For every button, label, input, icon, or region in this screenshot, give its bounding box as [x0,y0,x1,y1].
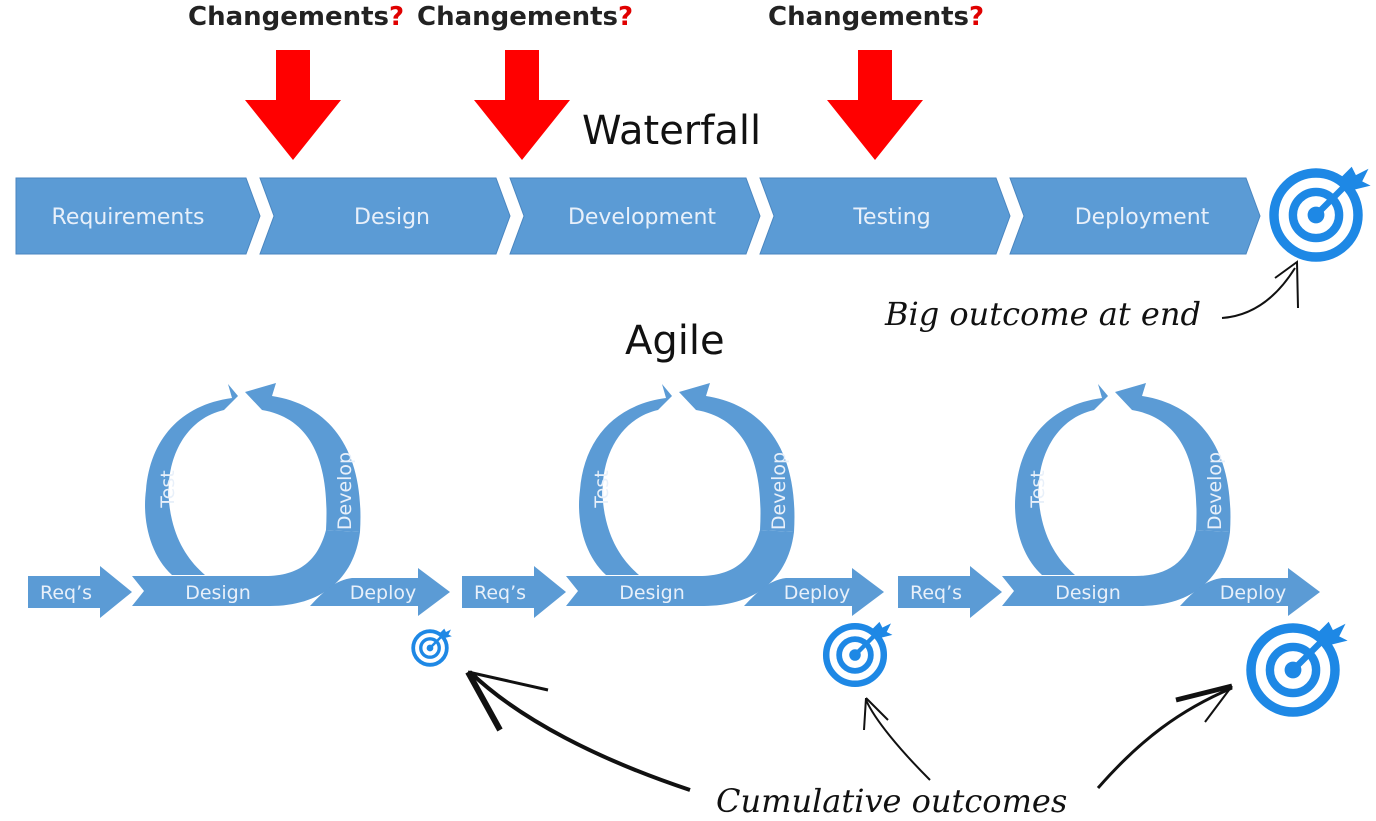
agile-iteration: Req’s Design Deploy Test Develop [898,383,1320,618]
change-label-1: Changements? [188,2,404,32]
agile-deploy-label: Deploy [350,582,417,604]
pointer-arrow-3 [1096,686,1233,789]
design-arrow [566,530,794,606]
agile-iteration: Req’s Design Deploy Test Develop [28,383,450,618]
big-outcome-note: Big outcome at end [885,295,1201,333]
agile-target-icon [411,626,454,667]
agile-reqs-label: Req’s [40,582,92,604]
agile-reqs-label: Req’s [474,582,526,604]
design-arrow [132,530,360,606]
step-label: Deployment [1075,205,1210,230]
waterfall-step: Development [509,177,761,255]
agile-title: Agile [625,318,725,364]
agile-design-label: Design [185,582,251,604]
change-label-2: Changements? [417,2,633,32]
develop-loop-arrow [1115,383,1231,532]
waterfall-step: Testing [759,177,1011,255]
agile-test-label: Test [1027,470,1049,508]
agile-develop-label: Develop [768,452,790,530]
agile-design-label: Design [1055,582,1121,604]
agile-target-icon [1251,622,1348,712]
agile-reqs-label: Req’s [910,582,962,604]
question-mark: ? [969,2,985,32]
big-outcome-pointer-arrow [1221,260,1299,319]
step-label: Development [568,205,716,230]
waterfall-step: Deployment [1009,177,1261,255]
reqs-arrow [462,566,566,618]
waterfall-title: Waterfall [582,108,762,154]
develop-loop-arrow [245,383,361,532]
deploy-arrow [310,568,450,616]
test-loop-arrow [579,384,672,575]
step-chevron [1009,177,1261,255]
agile-deploy-label: Deploy [784,582,851,604]
change-label-text: Changements [188,2,390,32]
agile-test-label: Test [591,470,613,508]
waterfall-step: Requirements [15,177,261,255]
deploy-arrow [1180,568,1320,616]
agile-design-label: Design [619,582,685,604]
agile-test-label: Test [157,470,179,508]
step-label: Requirements [52,205,205,230]
step-label: Design [354,205,430,230]
question-mark: ? [618,2,634,32]
change-label-text: Changements [417,2,619,32]
pointer-arrow-2 [865,699,931,781]
deploy-arrow [744,568,884,616]
cumulative-outcome-arrows [465,670,1233,792]
step-chevron [759,177,1011,255]
step-chevron [259,177,511,255]
agile-target-icon [826,622,892,684]
reqs-arrow [898,566,1002,618]
agile-deploy-label: Deploy [1220,582,1287,604]
step-chevron [509,177,761,255]
agile-develop-label: Develop [334,452,356,530]
design-arrow [1002,530,1230,606]
reqs-arrow [28,566,132,618]
test-loop-arrow [145,384,238,575]
step-label: Testing [852,205,930,230]
change-arrow-2 [474,50,570,160]
test-loop-arrow [1015,384,1108,575]
waterfall-step: Design [259,177,511,255]
change-arrow-1 [245,50,341,160]
change-arrow-3 [827,50,923,160]
step-chevron [15,177,261,255]
change-label-text: Changements [768,2,970,32]
change-label-3: Changements? [768,2,984,32]
agile-iteration: Req’s Design Deploy Test Develop [462,383,884,618]
waterfall-target-icon [1274,167,1371,257]
question-mark: ? [389,2,405,32]
agile-develop-label: Develop [1204,452,1226,530]
cumulative-outcomes-note: Cumulative outcomes [716,782,1068,820]
change-arrows [245,50,923,160]
pointer-arrow-1 [468,670,691,792]
develop-loop-arrow [679,383,795,532]
waterfall-steps: Requirements Design Development Testing Depl… [15,177,1261,255]
